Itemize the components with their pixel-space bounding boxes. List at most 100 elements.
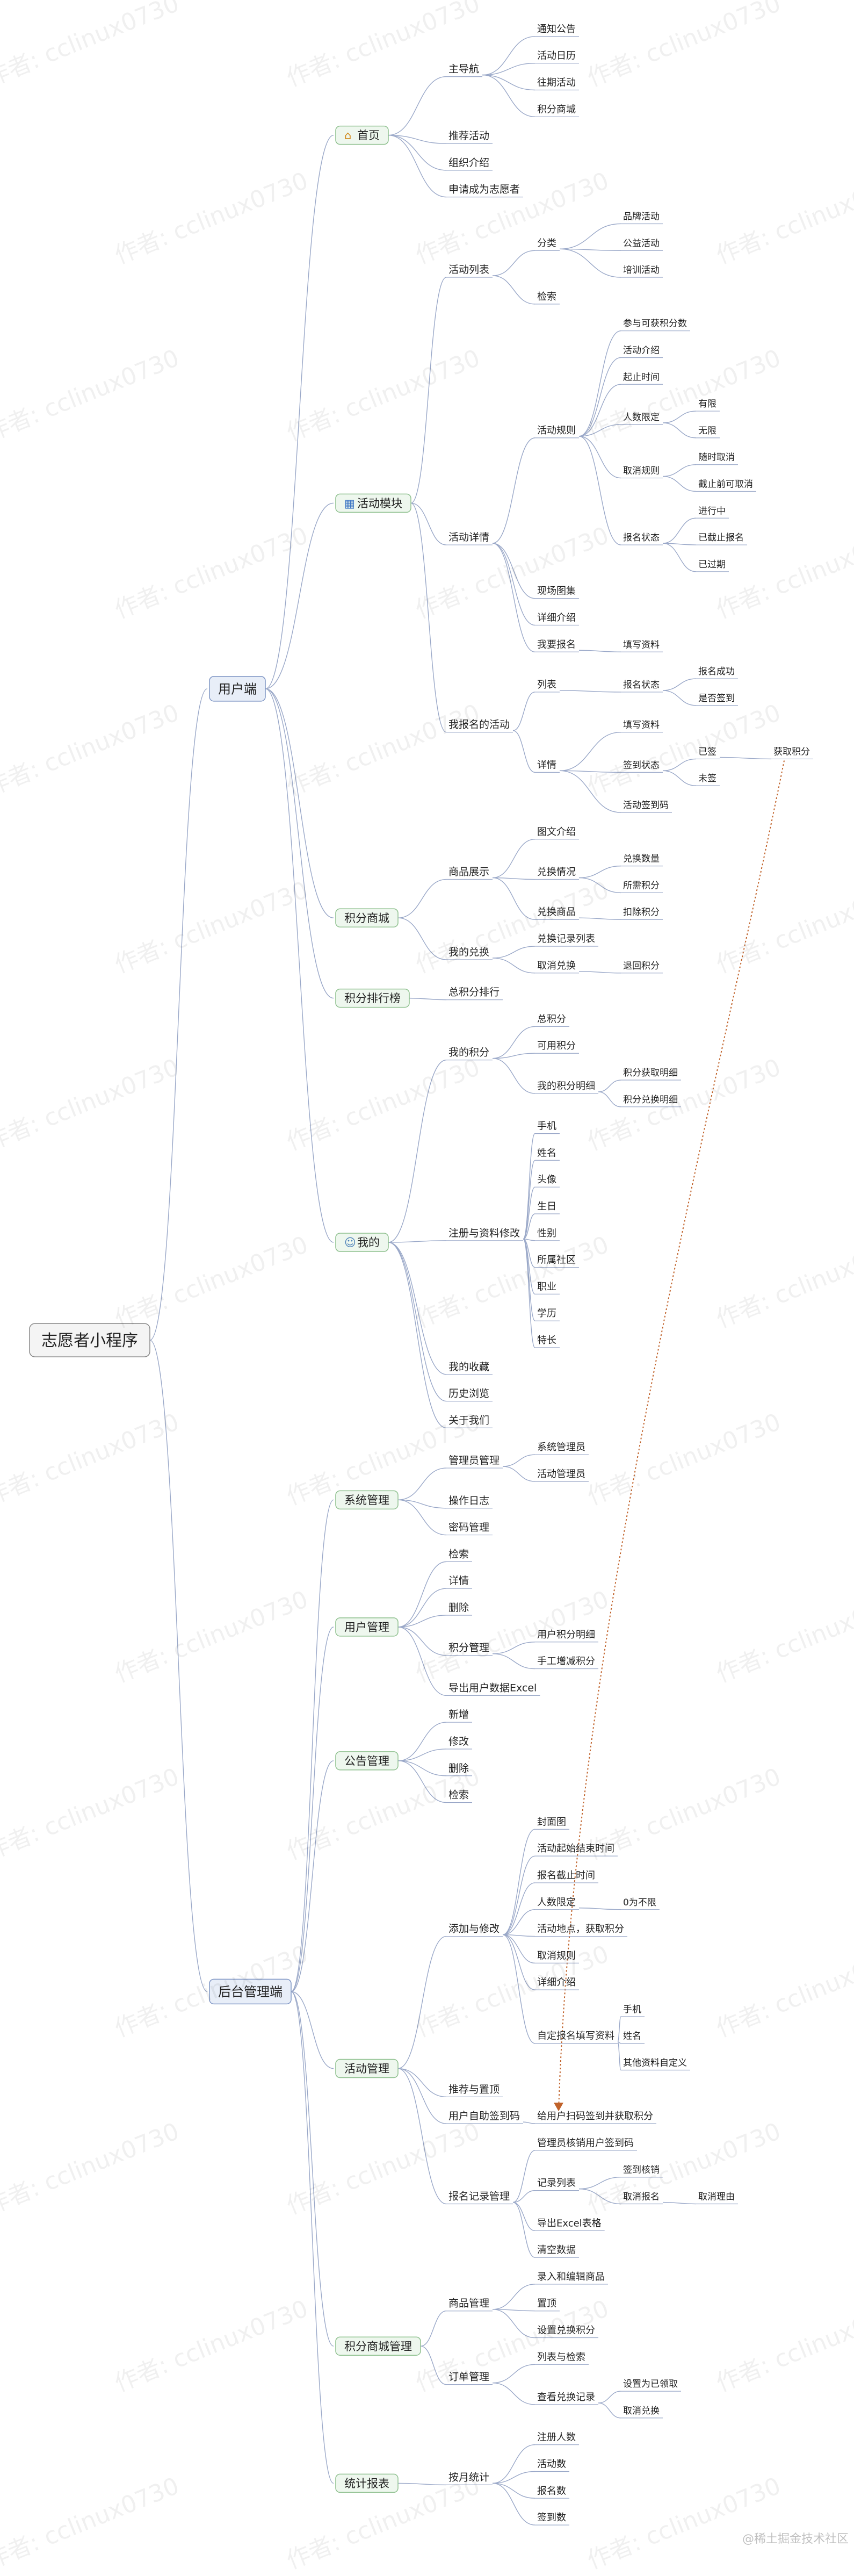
connector-line xyxy=(397,2483,447,2486)
node-label: 兑换商品 xyxy=(537,906,576,918)
node-label: 活动地点，获取积分 xyxy=(537,1924,624,1935)
connector-line xyxy=(420,2311,447,2347)
connector-line xyxy=(149,688,208,1341)
node-label: 关于我们 xyxy=(448,1414,489,1426)
node-label: 志愿者小程序 xyxy=(41,1332,138,1350)
node-tree-0-children-1-children-0-children-0-children-1: 公益活动 xyxy=(621,238,663,251)
connector-line xyxy=(502,1934,535,2044)
connector-line xyxy=(502,1829,535,1935)
node-label: 修改 xyxy=(448,1736,469,1747)
node-label: 积分排行榜 xyxy=(344,992,401,1005)
node-tree-0-children-1-children-2: 我报名的活动 xyxy=(446,719,513,733)
node-label: 商品管理 xyxy=(448,2298,489,2309)
node-tree-0-children-1-children-1-children-0-children-0: 参与可获积分数 xyxy=(621,319,690,332)
connector-line xyxy=(503,1934,535,1937)
node-label: 封面图 xyxy=(537,1816,566,1827)
connector-line xyxy=(265,688,334,1243)
node-label: 签到状态 xyxy=(623,760,660,771)
node-tree-1-children-3-children-3-children-1-children-0: 签到核销 xyxy=(621,2165,663,2178)
node-label: 组织介绍 xyxy=(448,157,489,169)
node-tree-0-children-0-children-0-children-0: 通知公告 xyxy=(535,24,579,37)
connector-line xyxy=(598,1091,621,1107)
node-tree-0-children-1-children-2-children-0-children-0-children-0: 报名成功 xyxy=(696,666,738,679)
connector-line xyxy=(512,2150,535,2203)
node-label: 头像 xyxy=(537,1174,556,1185)
node-label: 系统管理员 xyxy=(537,1442,585,1453)
connector-line xyxy=(265,688,334,999)
node-label: 职业 xyxy=(537,1281,556,1292)
node-label: 图文介绍 xyxy=(537,826,576,838)
node-tree-1-children-3-children-3: 报名记录管理 xyxy=(446,2191,513,2205)
connector-line xyxy=(598,1080,621,1092)
connector-line xyxy=(559,690,621,693)
node-box xyxy=(335,493,411,513)
node-tree-1-children-0: 系统管理 xyxy=(335,1490,399,1510)
connector-line xyxy=(578,2177,621,2190)
node-tree-0-children-1-children-2-children-1-children-1-children-0: 已签 xyxy=(696,746,720,760)
connector-line xyxy=(578,2188,621,2205)
node-tree-1-children-2: 公告管理 xyxy=(335,1751,399,1771)
relation-arrow xyxy=(558,760,785,2111)
node-label: 报名成功 xyxy=(698,666,735,677)
connector-line xyxy=(578,384,621,437)
node-tree-0-children-4: ☺我的 xyxy=(335,1233,389,1252)
node-tree-0-children-4-children-0-children-2-children-0: 积分获取明细 xyxy=(621,1068,681,1081)
node-tree-0-children-4-children-0-children-2: 我的积分明细 xyxy=(535,1081,598,1094)
connector-line xyxy=(388,1240,447,1243)
node-tree-1-children-1-children-0: 检索 xyxy=(446,1548,473,1562)
connector-line xyxy=(397,1627,447,1656)
node-tree-1-children-3-children-3-children-0: 管理员核销用户签到码 xyxy=(535,2138,637,2151)
connector-line xyxy=(523,1239,535,1348)
node-tree-1-children-3-children-0-children-0: 封面图 xyxy=(535,1816,569,1830)
node-label: 姓名 xyxy=(623,2031,641,2042)
node-tree-1-children-3-children-3-children-3: 清空数据 xyxy=(535,2244,579,2258)
node-label: 自定报名填写资料 xyxy=(537,2031,614,2042)
node-label: 首页 xyxy=(357,129,380,142)
node-tree-0-children-4-children-1-children-7: 学历 xyxy=(535,1308,560,1321)
node-box xyxy=(29,1323,150,1357)
node-label: 报名状态 xyxy=(623,533,660,543)
node-label: 兑换数量 xyxy=(623,854,660,865)
connector-line xyxy=(502,1934,535,1964)
connector-line xyxy=(493,1653,535,1670)
connector-line xyxy=(397,2068,447,2098)
connector-line xyxy=(523,1160,535,1240)
node-tree-0-children-1-children-1-children-3-children-0: 填写资料 xyxy=(621,639,663,652)
node-tree-1-children-3-children-2-children-0: 给用户扫码签到并获取积分 xyxy=(535,2111,656,2124)
node-label: 公益活动 xyxy=(623,238,660,249)
connector-line xyxy=(492,437,535,544)
node-tree-1-children-4-children-1-children-1-children-1: 取消兑换 xyxy=(621,2406,663,2419)
node-tree-0-children-1-children-1-children-0-children-3-children-1: 无限 xyxy=(696,426,720,438)
connector-line xyxy=(578,357,621,437)
connector-line xyxy=(388,1242,447,1402)
connector-line xyxy=(662,678,697,691)
node-label: 检索 xyxy=(448,1548,469,1560)
node-tree-1-children-5-children-0-children-1: 活动数 xyxy=(535,2459,569,2472)
connector-line xyxy=(493,2284,535,2310)
node-label: 订单管理 xyxy=(448,2371,489,2383)
node-label: 积分商城 xyxy=(344,912,389,925)
node-tree-0-children-2-children-0-children-2: 兑换商品 xyxy=(535,906,579,920)
connector-line xyxy=(492,543,535,652)
connector-line xyxy=(482,74,535,117)
node-label: 详细介绍 xyxy=(537,612,576,623)
node-tree-0-children-1-children-2-children-0-children-0: 报名状态 xyxy=(621,680,663,693)
node-label: 活动签到码 xyxy=(623,800,669,811)
node-label: 活动管理员 xyxy=(537,1469,585,1480)
node-tree-1-children-3-children-0-children-4: 活动地点，获取积分 xyxy=(535,1924,627,1937)
node-tree-0-children-1-children-1-children-0: 活动规则 xyxy=(535,425,579,438)
connector-line xyxy=(397,1760,447,1776)
connector-line xyxy=(502,1855,535,1935)
node-label: 详情 xyxy=(537,759,556,771)
connector-line xyxy=(397,1588,447,1628)
node-label: 注册人数 xyxy=(537,2432,576,2443)
connector-line xyxy=(578,330,621,437)
node-tree-0-children-0-children-0-children-3: 积分商城 xyxy=(535,104,579,117)
node-tree-1-children-5-children-0-children-2: 报名数 xyxy=(535,2485,569,2499)
node-tree-1-children-4-children-0-children-2: 设置兑换积分 xyxy=(535,2325,598,2338)
connector-line xyxy=(559,770,621,773)
node-tree-0-children-0-children-0-children-1: 活动日历 xyxy=(535,51,579,64)
node-label: 总积分 xyxy=(537,1013,566,1025)
node-label: 导出用户数据Excel xyxy=(448,1682,537,1694)
